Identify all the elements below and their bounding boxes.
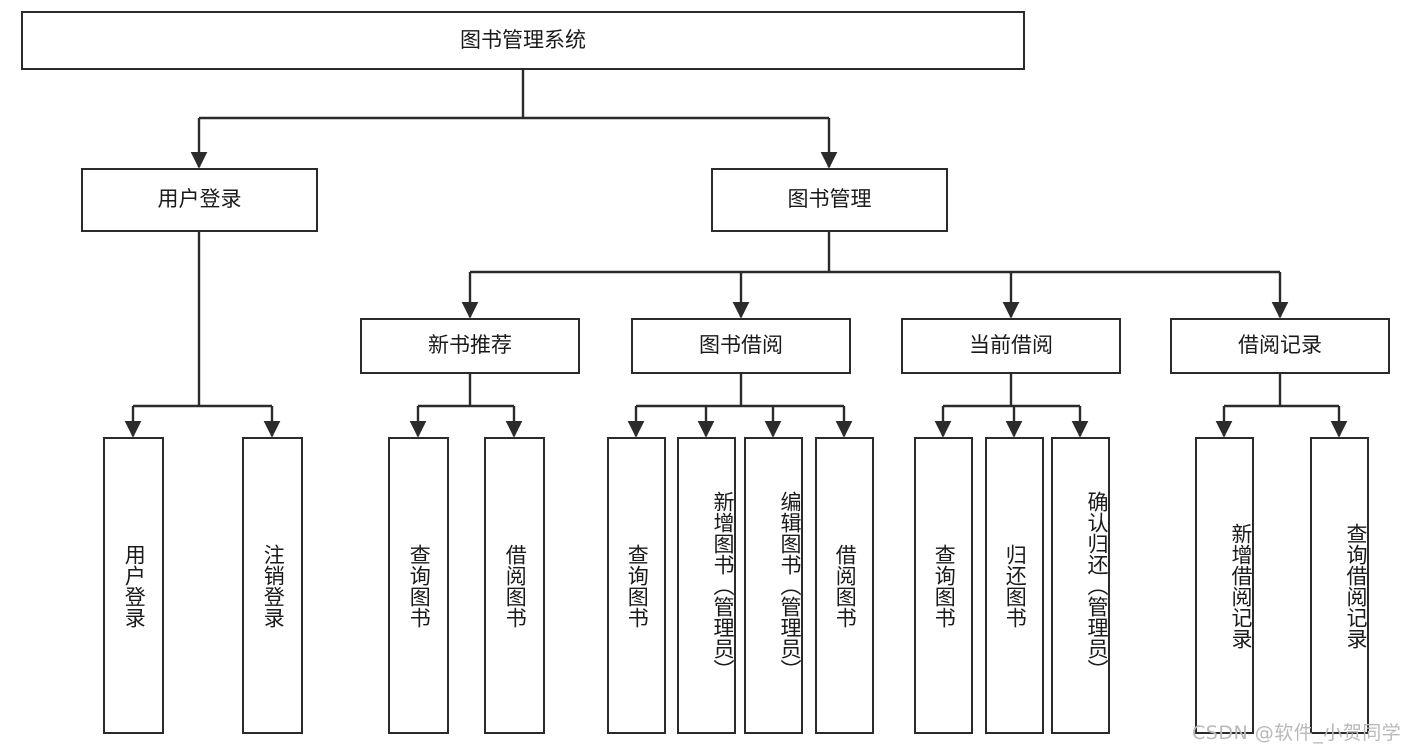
node-level2-0[interactable]: 新书推荐 bbox=[360, 318, 580, 374]
node-leaf-6[interactable]: 编辑图书（管理员） bbox=[744, 437, 803, 734]
node-label: 用户登录 bbox=[157, 187, 242, 212]
node-leaf-1[interactable]: 注销登录 bbox=[242, 437, 303, 734]
node-leaf-5[interactable]: 新增图书（管理员） bbox=[677, 437, 736, 734]
node-leaf-8[interactable]: 查询图书 bbox=[914, 437, 973, 734]
node-label: 编辑图书（管理员） bbox=[778, 491, 802, 680]
node-label: 注销登录 bbox=[261, 543, 286, 628]
node-label: 查询图书 bbox=[932, 543, 957, 628]
node-leaf-2[interactable]: 查询图书 bbox=[388, 437, 449, 734]
node-label: 查询图书 bbox=[407, 543, 432, 628]
node-label: 新增图书（管理员） bbox=[711, 491, 735, 680]
node-leaf-0[interactable]: 用户登录 bbox=[103, 437, 164, 734]
node-label: 确认归还（管理员） bbox=[1085, 491, 1109, 680]
node-label: 归还图书 bbox=[1003, 543, 1028, 628]
node-leaf-4[interactable]: 查询图书 bbox=[607, 437, 666, 734]
node-leaf-12[interactable]: 查询借阅记录 bbox=[1310, 437, 1369, 734]
node-level1-1[interactable]: 图书管理 bbox=[711, 168, 948, 232]
node-label: 查询借阅记录 bbox=[1344, 522, 1368, 649]
node-leaf-9[interactable]: 归还图书 bbox=[985, 437, 1044, 734]
node-label: 借阅图书 bbox=[503, 543, 528, 628]
node-leaf-10[interactable]: 确认归还（管理员） bbox=[1051, 437, 1110, 734]
node-leaf-11[interactable]: 新增借阅记录 bbox=[1195, 437, 1254, 734]
node-level2-1[interactable]: 图书借阅 bbox=[631, 318, 851, 374]
node-label: 图书管理系统 bbox=[460, 27, 586, 52]
node-label: 借阅图书 bbox=[833, 543, 858, 628]
node-leaf-7[interactable]: 借阅图书 bbox=[815, 437, 874, 734]
node-label: 当前借阅 bbox=[969, 333, 1053, 358]
node-label: 新增借阅记录 bbox=[1229, 522, 1253, 649]
node-label: 图书借阅 bbox=[699, 333, 783, 358]
node-label: 用户登录 bbox=[122, 543, 147, 628]
node-leaf-3[interactable]: 借阅图书 bbox=[484, 437, 545, 734]
node-label: 图书管理 bbox=[787, 187, 872, 212]
node-level2-2[interactable]: 当前借阅 bbox=[901, 318, 1121, 374]
node-label: 查询图书 bbox=[625, 543, 650, 628]
node-level1-0[interactable]: 用户登录 bbox=[81, 168, 318, 232]
node-label: 新书推荐 bbox=[428, 333, 512, 358]
node-label: 借阅记录 bbox=[1238, 333, 1322, 358]
node-level2-3[interactable]: 借阅记录 bbox=[1170, 318, 1390, 374]
node-root-0[interactable]: 图书管理系统 bbox=[21, 11, 1025, 70]
